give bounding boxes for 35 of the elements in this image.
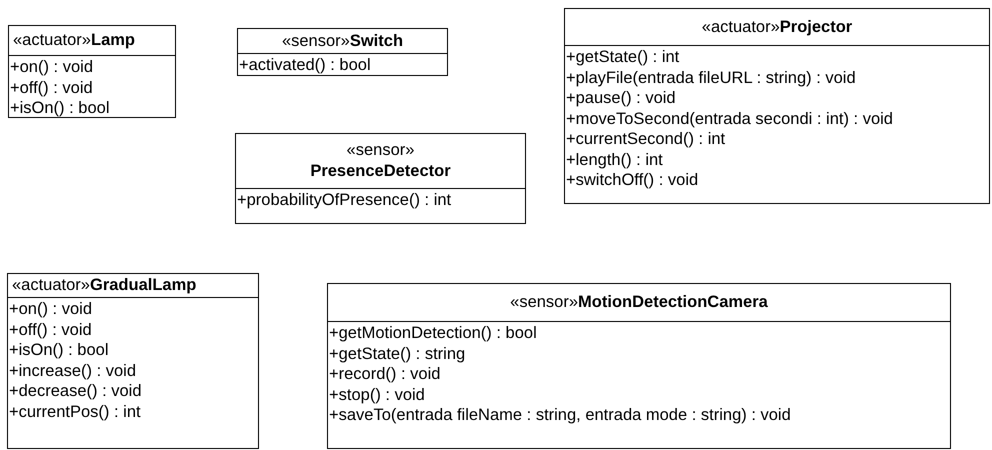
class-name: «sensor»MotionDetectionCamera [510, 292, 768, 313]
method-signature: +moveToSecond(entrada secondi : int) : void [565, 108, 893, 129]
class-name: «sensor» PresenceDetector [309, 140, 452, 182]
method-signature: +activated() : bool [238, 55, 371, 76]
method-signature: +isOn() : bool [8, 340, 108, 360]
method-signature: +length() : int [565, 150, 663, 170]
method-signature: +isOn() : bool [9, 98, 110, 118]
class-name: «sensor»Switch [282, 30, 404, 52]
method-signature: +getState() : string [328, 344, 466, 364]
method-signature: +decrease() : void [8, 381, 142, 402]
class-box [237, 28, 448, 76]
method-signature: +stop() : void [328, 384, 425, 405]
method-signature: +getMotionDetection() : bool [328, 323, 537, 344]
method-signature: +off() : void [9, 78, 93, 98]
method-signature: +saveTo(entrada fileName : string, entrada mode : string) : void [328, 405, 791, 426]
method-signature: +probabilityOfPresence() : int [236, 190, 452, 210]
method-signature: +increase() : void [8, 360, 136, 381]
method-signature: +pause() : void [565, 88, 676, 108]
method-signature: +currentSecond() : int [565, 129, 726, 150]
method-signature: +getState() : int [565, 47, 680, 68]
class-box [7, 273, 259, 449]
method-signature: +on() : void [8, 299, 92, 320]
method-signature: +record() : void [328, 364, 440, 384]
method-signature: +switchOff() : void [565, 170, 698, 190]
class-box [235, 133, 526, 224]
method-signature: +off() : void [8, 320, 92, 340]
class-box [8, 25, 176, 118]
method-signature: +currentPos() : int [8, 402, 141, 422]
method-signature: +playFile(entrada fileURL : string) : void [565, 68, 856, 88]
class-box [564, 8, 990, 204]
class-box [327, 283, 951, 449]
class-name: «actuator»Lamp [13, 30, 135, 51]
class-name: «actuator»Projector [702, 16, 852, 38]
class-name: «actuator»GradualLamp [12, 275, 196, 296]
method-signature: +on() : void [9, 57, 93, 78]
